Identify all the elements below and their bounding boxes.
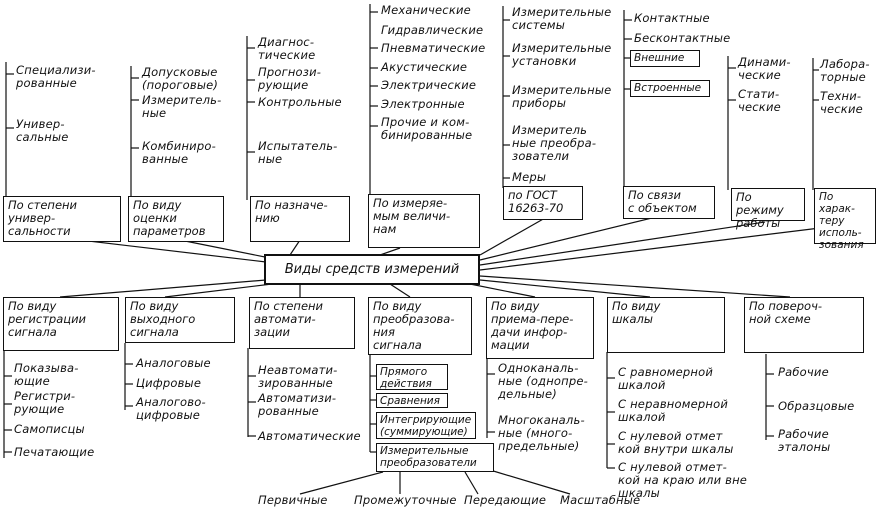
item-other-combined: Прочие и ком- бинированные [381,115,473,142]
category-signal-conversion: По виду преобразова- ния сигнала [368,297,472,355]
item-primary: Первичные [258,493,328,507]
category-scale-type: По виду шкалы [607,297,725,353]
item-universal: Универ- сальные [16,117,69,144]
item-measuring-installations: Измерительные установки [512,41,612,68]
item-scaling: Масштабные [560,493,641,507]
item-direct-action: Прямого действия [376,364,448,390]
item-mechanical: Механические [381,3,471,17]
item-automated: Автоматизи- рованные [258,391,337,418]
item-contactless: Бесконтактные [634,31,731,45]
item-combined: Комбиниро- ванные [142,139,216,166]
item-analog-digital: Аналогово- цифровые [136,395,206,422]
item-measuring-systems: Измерительные системы [512,5,612,32]
category-gost: по ГОСТ 16263-70 [503,186,583,220]
item-measuring-transducers-box: Измерительные преобразователи [376,443,494,472]
category-universality: По степени универ- сальности [3,196,121,242]
item-integrating: Интегрирующие (суммирующие) [376,412,476,439]
item-control: Контрольные [258,95,342,109]
item-prognostic: Прогнози- рующие [258,65,322,92]
item-measures: Меры [512,170,547,184]
item-intermediate: Промежуточные [354,493,457,507]
item-built-in: Встроенные [630,80,710,97]
category-info-transfer: По виду приема-пере- дачи инфор- мации [486,297,594,359]
category-object-link: По связи с объектом [623,186,715,219]
item-measuring-transducers: Измеритель ные преобра- зователи [512,123,597,163]
item-dynamic: Динами- ческие [738,55,791,82]
central-title: Виды средств измерений [264,254,480,285]
category-usage-nature: По харак- теру исполь- зования [814,188,876,251]
category-operating-mode: По режиму работы [731,188,805,230]
item-nonuniform-scale: С неравномерной шкалой [618,397,729,424]
item-tolerance: Допусковые (пороговые) [142,65,219,92]
category-verification-scheme: По повероч- ной схеме [744,297,864,353]
item-single-channel: Одноканаль- ные (однопре- дельные) [498,361,589,401]
category-parameter-evaluation: По виду оценки параметров [128,196,224,242]
item-specialized: Специализи- рованные [16,63,96,90]
item-chart-recorders: Самописцы [14,422,85,436]
item-uniform-scale: С равномерной шкалой [618,365,714,392]
item-zero-edge-scale: С нулевой отмет- кой на краю или вне шка… [618,460,748,500]
item-reference: Образцовые [778,399,855,413]
item-recording: Регистри- рующие [14,389,76,416]
item-diagnostic: Диагнос- тические [258,35,316,62]
item-printing: Печатающие [14,445,95,459]
item-contact: Контактные [634,11,710,25]
item-external: Внешние [630,50,700,67]
item-pneumatic: Пневматические [381,41,486,55]
item-static: Стати- ческие [738,87,781,114]
category-measured-quantities: По измеряе- мым величи- нам [368,194,480,248]
item-transmitting: Передающие [464,493,547,507]
item-working: Рабочие [778,365,829,379]
item-measuring-instruments: Измерительные приборы [512,83,612,110]
item-comparison: Сравнения [376,393,448,408]
item-testing: Испытатель- ные [258,139,338,166]
item-multi-channel: Многоканаль- ные (много- предельные) [498,413,585,453]
item-acoustic: Акустические [381,60,468,74]
item-automatic: Автоматические [258,429,361,443]
item-technical: Техни- ческие [820,89,863,116]
category-purpose: По назначе- нию [250,196,350,242]
item-working-standards: Рабочие эталоны [778,427,831,454]
item-electronic: Электронные [381,97,465,111]
item-laboratory: Лабора- торные [820,57,870,84]
item-zero-inside-scale: С нулевой отмет кой внутри шкалы [618,429,734,456]
item-digital: Цифровые [136,376,202,390]
item-measuring: Измеритель- ные [142,93,222,120]
item-analog: Аналоговые [136,356,211,370]
item-hydraulic: Гидравлические [381,23,484,37]
item-non-automated: Неавтомати- зированные [258,363,338,390]
item-indicating: Показыва- ющие [14,361,79,388]
item-electric: Электрические [381,78,477,92]
category-signal-recording: По виду регистрации сигнала [3,297,119,351]
category-output-signal: По виду выходного сигнала [125,297,235,343]
category-automation: По степени автомати- зации [249,297,355,349]
